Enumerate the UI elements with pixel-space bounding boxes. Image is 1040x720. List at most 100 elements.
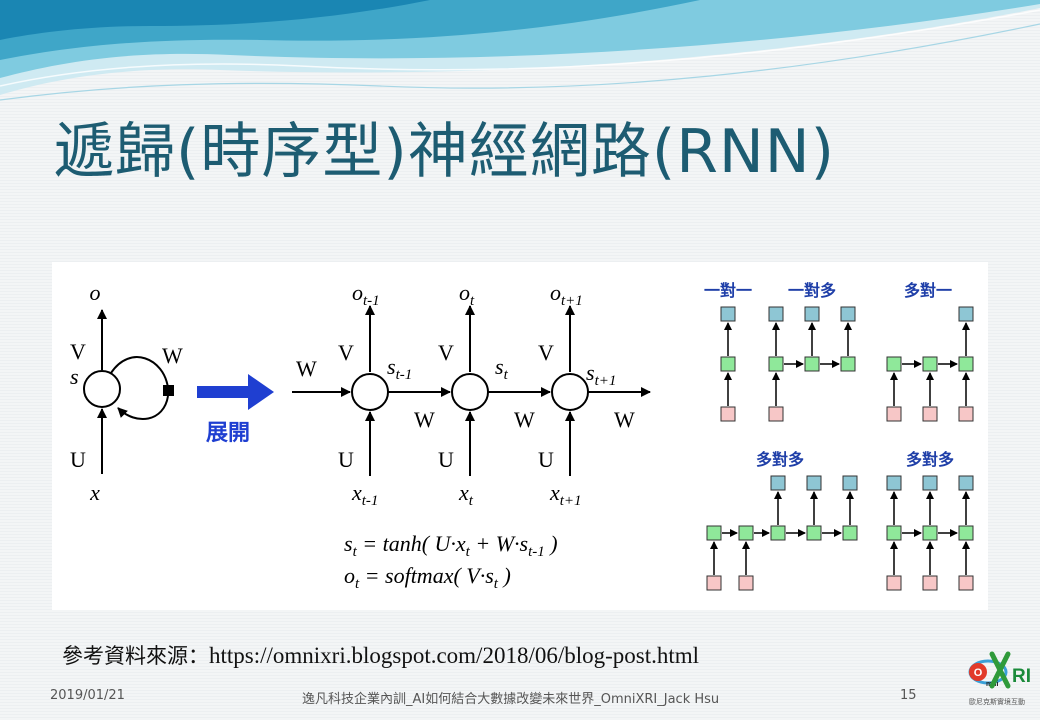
equation-state: st = tanh( U·xt + W·st-1 ) [344,531,558,560]
footer-page-number: 15 [900,688,917,703]
output-cell [958,475,974,491]
output-cell [958,306,974,322]
svg-text:RI: RI [1012,666,1031,687]
input-cell [720,406,736,422]
logo-small-text: 歐尼克斯實境互動 [969,697,1025,706]
output-cell [770,475,786,491]
input-cell [738,575,754,591]
step-output-label: ot-1 [352,280,380,309]
input-cell [958,406,974,422]
rnn-figure: o V s W U x 展開 W ot-1 V [52,262,988,610]
folded-loop-bottom [117,395,169,420]
hidden-cell [806,525,822,541]
folded-output-label: o [90,280,101,305]
hidden-cell [720,356,736,372]
equation-output: ot = softmax( V·st ) [344,563,511,592]
step-u-label: U [338,447,354,472]
hidden-cell [842,525,858,541]
footer-date: 2019/01/21 [50,688,125,703]
hidden-cell [958,356,974,372]
input-cell [706,575,722,591]
output-cell [806,475,822,491]
step-hidden-node [451,373,489,411]
step-input-label: xt [458,480,474,509]
input-cell [922,406,938,422]
source-label: 參考資料來源： [62,644,209,668]
input-cell [886,406,902,422]
input-cell [768,406,784,422]
output-cell [842,475,858,491]
step-hidden-node [551,373,589,411]
pattern-label-one-to-many: 一對多 [788,281,836,300]
pattern-label-many-to-one: 多對一 [904,281,952,300]
folded-weight-node [163,385,174,396]
hidden-cell [738,525,754,541]
hidden-cell [768,356,784,372]
output-cell [922,475,938,491]
step-u-label: U [538,447,554,472]
output-cell [840,306,856,322]
hidden-cell [886,525,902,541]
folded-state-label: s [70,364,79,389]
folded-input-label: x [89,480,100,505]
slide-title: 遞歸(時序型)神經網路(RNN) [54,117,836,187]
step-w-label: W [514,407,535,432]
pattern-label-many-to-many-a: 多對多 [756,450,804,469]
step-w-label: W [614,407,635,432]
step-output-label: ot [459,280,475,309]
header-wave-decoration [0,0,1040,101]
output-cell [768,306,784,322]
unfolded-w-in-label: W [296,356,317,381]
source-reference: 參考資料來源：https://omnixri.blogspot.com/2018… [62,640,699,670]
step-v-label: V [538,340,554,365]
output-cell [804,306,820,322]
hidden-cell [886,356,902,372]
folded-hidden-node [83,370,121,408]
step-output-label: ot+1 [550,280,583,309]
svg-text:O: O [974,667,983,679]
omnixri-logo-mark: O mni RI [968,651,1031,689]
step-state-label: st-1 [387,354,412,383]
folded-w-label: W [162,343,183,368]
hidden-cell [804,356,820,372]
pattern-cells [706,306,974,591]
step-u-label: U [438,447,454,472]
step-hidden-node [351,373,389,411]
step-v-label: V [338,340,354,365]
unfolded-step-t-plus-1: ot+1 V st+1 W U xt+1 [538,280,651,509]
omnixri-logo: O mni RI 歐尼克斯實境互動 [968,651,1031,706]
hidden-cell [922,525,938,541]
source-url-link[interactable]: https://omnixri.blogspot.com/2018/06/blo… [209,643,700,668]
output-cell [720,306,736,322]
unfolded-step-t: ot V st W U xt [438,280,551,509]
step-input-label: xt-1 [351,480,378,509]
unfold-arrow: 展開 [197,374,274,446]
input-cell [958,575,974,591]
output-cell [886,475,902,491]
pattern-label-many-to-many-b: 多對多 [906,450,954,469]
unfolded-step-t-minus-1: ot-1 V st-1 W U xt-1 [338,280,451,509]
hidden-cell [706,525,722,541]
input-cell [922,575,938,591]
hidden-cell [840,356,856,372]
rnn-figure-canvas: o V s W U x 展開 W ot-1 V [70,280,974,592]
unfolded-rnn: W ot-1 V st-1 W U xt-1 ot V st [292,280,651,509]
step-state-label: st+1 [586,360,616,389]
unfold-label: 展開 [206,421,250,446]
folded-v-label: V [70,339,86,364]
folded-rnn: o V s W U x [70,280,183,505]
folded-u-label: U [70,447,86,472]
input-cell [886,575,902,591]
folded-loop-top [110,356,169,389]
rnn-equations: st = tanh( U·xt + W·st-1 ) ot = softmax(… [344,531,558,592]
hidden-cell [958,525,974,541]
step-v-label: V [438,340,454,365]
sequence-patterns: 一對一 一對多 多對一 多對多 多對多 [704,281,974,591]
unfold-arrow-shape [197,374,274,410]
step-w-label: W [414,407,435,432]
step-state-label: st [495,354,509,383]
pattern-label-one-to-one: 一對一 [704,281,752,300]
hidden-cell [770,525,786,541]
step-input-label: xt+1 [549,480,582,509]
footer-course-title: 逸凡科技企業內訓_AI如何結合大數據改變未來世界_OmniXRI_Jack Hs… [302,692,720,707]
